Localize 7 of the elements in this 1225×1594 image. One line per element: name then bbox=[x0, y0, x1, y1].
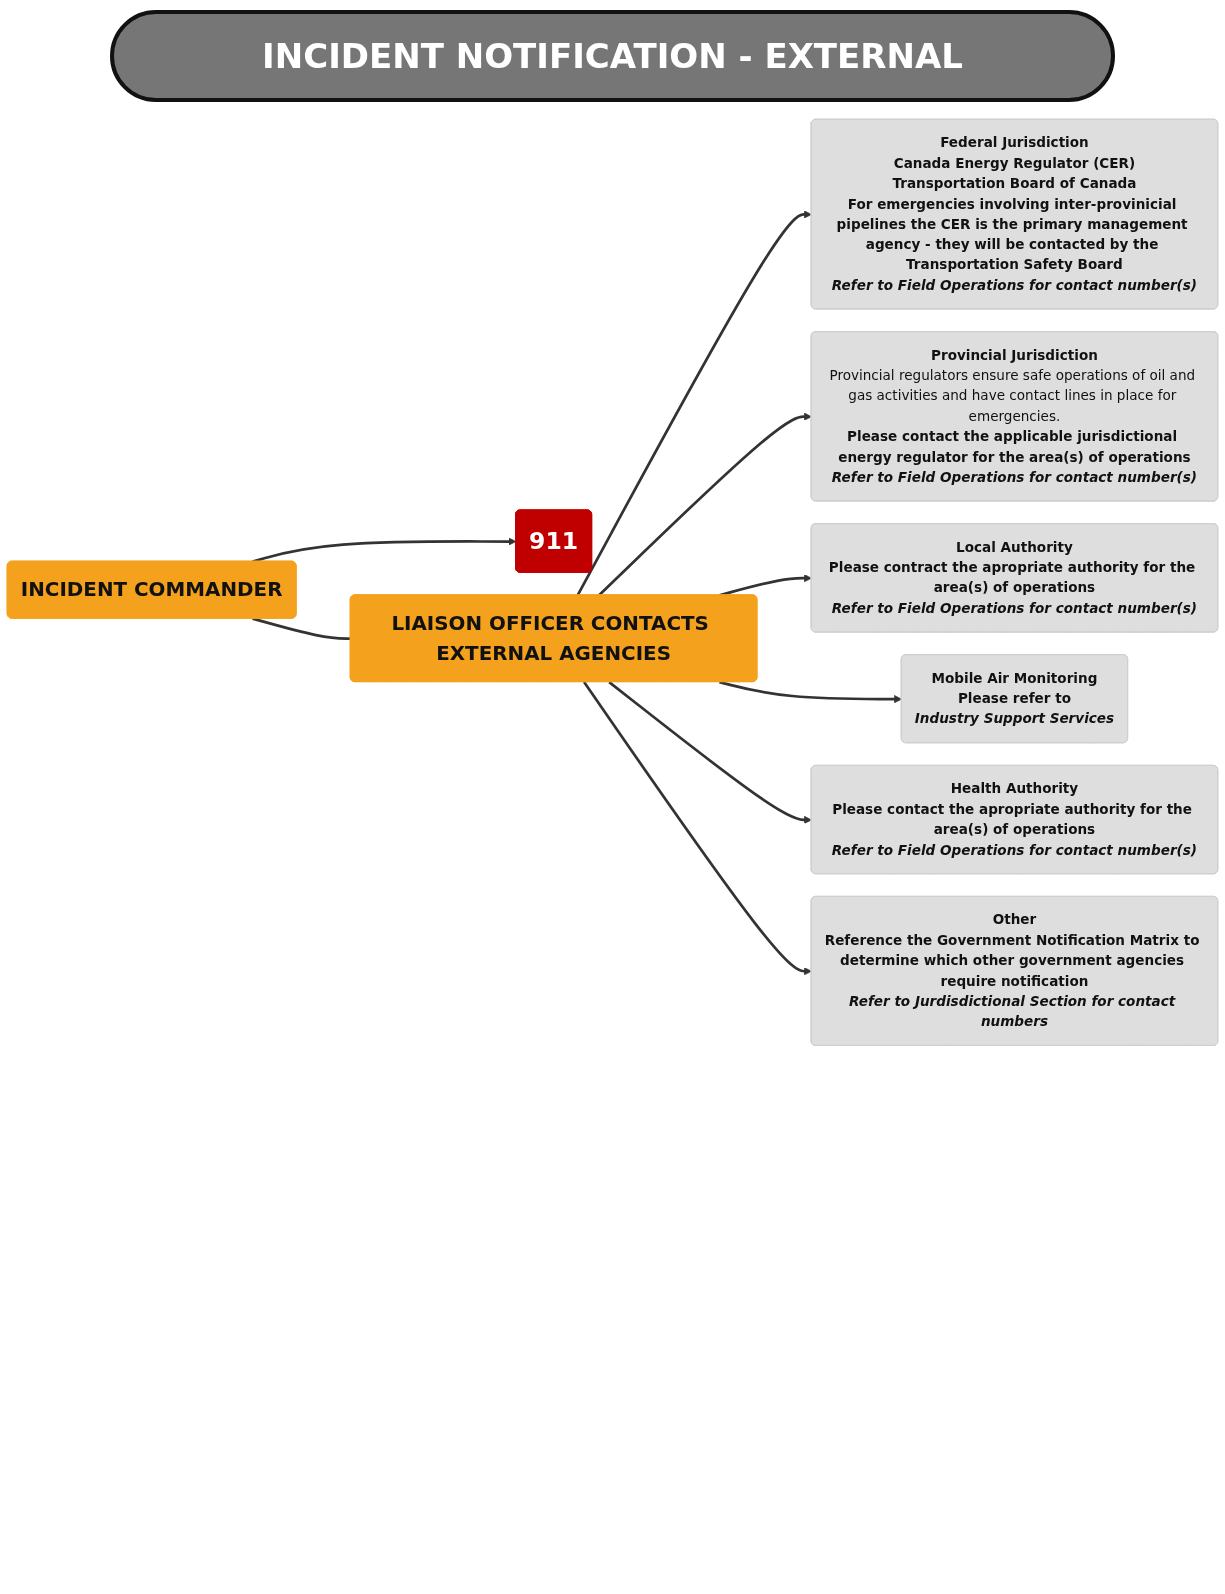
arrow bbox=[576, 210, 812, 596]
arrow bbox=[582, 681, 812, 976]
arrow bbox=[252, 537, 517, 563]
arrow bbox=[719, 680, 903, 704]
connector bbox=[252, 617, 351, 641]
arrow bbox=[608, 681, 812, 824]
title-banner: INCIDENT NOTIFICATION - EXTERNAL bbox=[110, 10, 1115, 102]
